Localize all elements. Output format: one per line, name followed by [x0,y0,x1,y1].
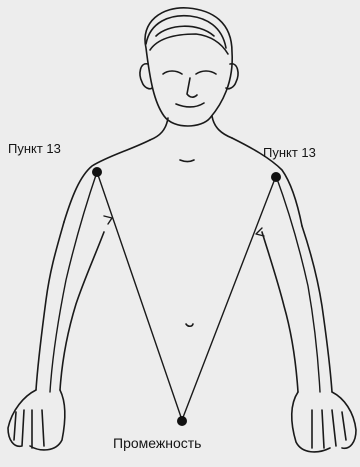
left-eye [163,71,182,74]
point-13-left-marker [92,167,102,177]
perineum-label: Промежность [113,436,201,450]
mouth [176,103,204,107]
right-hand [292,392,356,452]
neck-left [150,118,168,140]
point-13-left-label: Пункт 13 [8,142,61,155]
neck-right [212,116,232,138]
point-13-right-marker [271,172,281,182]
left-arm-outer [36,222,64,390]
head [140,8,238,126]
left-arrow [104,216,112,224]
nose [187,78,197,97]
navel [186,324,193,326]
left-torso-channel [97,172,182,420]
right-arm-inner [262,232,298,392]
right-arm [262,226,356,452]
left-arm-inner [60,232,104,390]
perineum-marker [177,416,187,426]
point-13-right-label: Пункт 13 [263,146,316,159]
right-eye [196,71,216,74]
right-torso-channel [182,176,276,420]
shoulder-left [64,140,150,222]
left-hand [8,390,65,450]
left-arm-channel [50,172,97,392]
hair [146,16,228,54]
clavicle-mark [180,160,194,162]
meridian-lines [50,172,320,420]
right-arm-outer [302,226,332,392]
